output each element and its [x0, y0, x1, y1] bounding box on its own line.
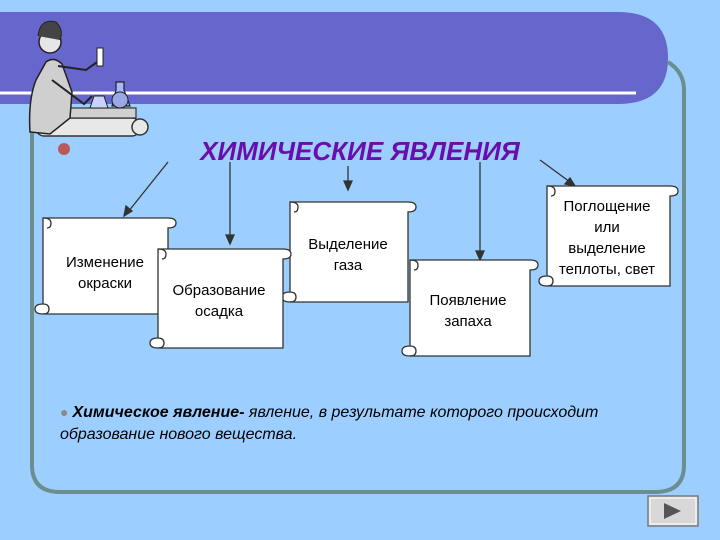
- definition-text: ●Химическое явление- явление, в результа…: [60, 401, 660, 446]
- definition-body: явление, в результате которого происходи…: [60, 404, 599, 443]
- scroll-heat: [538, 185, 679, 287]
- scroll-label-line: или: [594, 219, 620, 236]
- arrow-to-smell: [474, 162, 486, 262]
- scroll-label-line: теплоты, свет: [558, 261, 656, 278]
- diagram-arrows: [123, 159, 577, 262]
- chemist-figure-icon: [28, 20, 149, 137]
- definition-term: Химическое явление-: [72, 404, 245, 421]
- scroll-label-gas: Выделение газа: [292, 234, 404, 276]
- scroll-label-line: запаха: [444, 313, 492, 330]
- arrow-to-heat: [539, 159, 577, 187]
- scroll-label-line: осадка: [194, 303, 244, 320]
- arrow-to-gas: [342, 166, 354, 192]
- scroll-label-heat: Поглощение или выделение теплоты, свет: [542, 196, 672, 280]
- scroll-label-line: Поглощение: [563, 198, 651, 215]
- scroll-label-line: окраски: [77, 275, 133, 292]
- next-slide-arrow-icon: [664, 503, 681, 519]
- arrow-to-color: [123, 161, 169, 218]
- scroll-precipitate: [149, 248, 292, 349]
- title-bullet-dot: [58, 143, 70, 155]
- scroll-label-line: газа: [333, 257, 363, 274]
- scroll-label-line: Изменение: [66, 254, 144, 271]
- scroll-label-line: Появление: [429, 292, 507, 309]
- arrow-to-precipitate: [224, 162, 236, 246]
- scroll-label-color: Изменение окраски: [50, 252, 160, 294]
- scroll-label-line: Образование: [172, 282, 266, 299]
- slide-title: ХИМИЧЕСКИЕ ЯВЛЕНИЯ: [200, 136, 520, 166]
- scroll-label-smell: Появление запаха: [410, 290, 526, 332]
- scroll-smell: [401, 259, 539, 357]
- scroll-label-line: выделение: [568, 240, 646, 257]
- content-frame: [30, 60, 686, 494]
- scroll-label-precipitate: Образование осадка: [158, 280, 280, 322]
- header-banner: [0, 12, 668, 104]
- next-slide-button[interactable]: [647, 495, 699, 527]
- scroll-label-line: Выделение: [308, 236, 388, 253]
- bullet-dot-icon: ●: [60, 404, 69, 420]
